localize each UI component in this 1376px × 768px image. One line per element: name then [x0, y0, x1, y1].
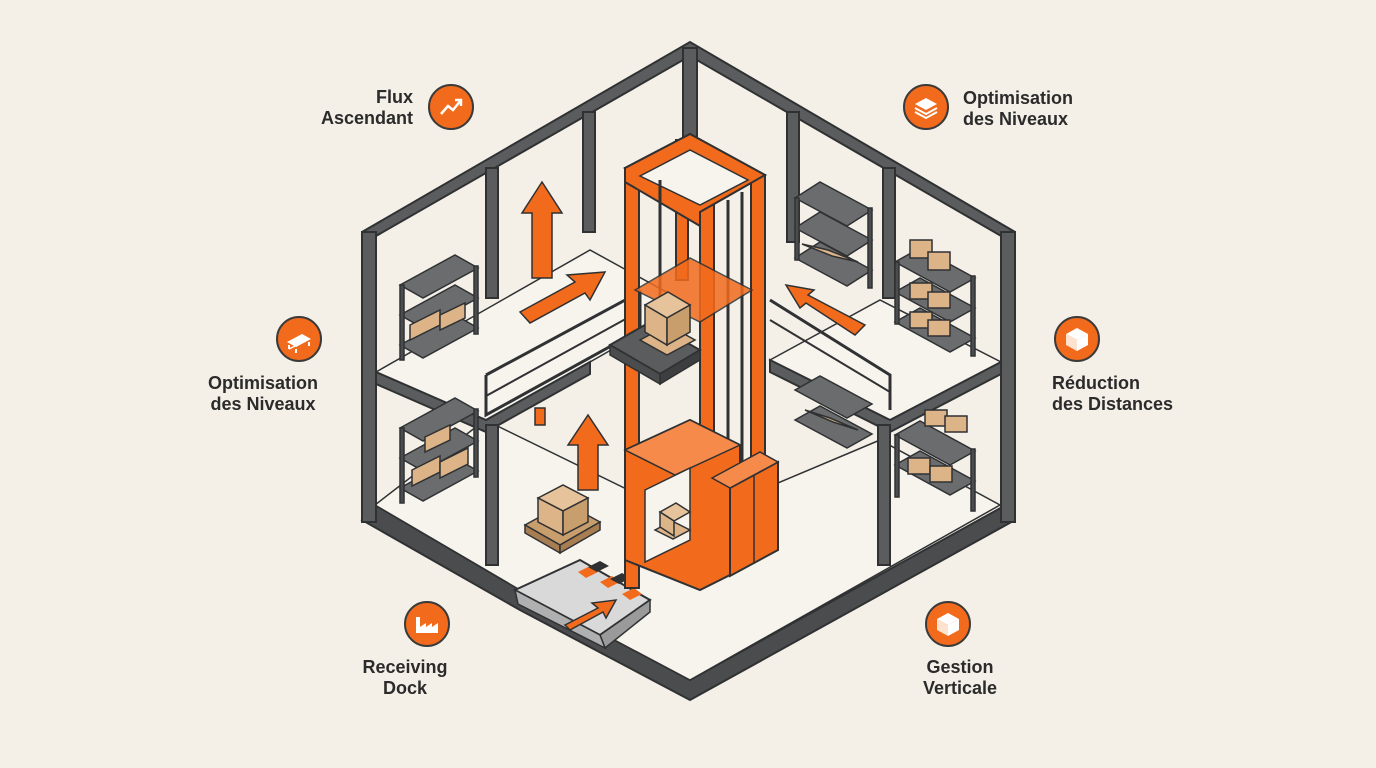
- dock-arrow: [563, 599, 618, 631]
- shelving-upper-right-front: [893, 239, 977, 357]
- guard-rail-right: [769, 298, 892, 410]
- shelving-lower-left: [398, 397, 480, 504]
- arrow-diag-right: [784, 283, 867, 336]
- box-icon: [1054, 316, 1100, 362]
- flow-arrows: [518, 180, 867, 491]
- mezzanine-floor: [374, 249, 1003, 566]
- stacked-layers-icon: [903, 84, 949, 130]
- ground-pallet: [523, 484, 602, 555]
- shelving-lower-right: [793, 375, 977, 512]
- shelving-upper-left: [398, 254, 480, 361]
- arrow-up-lower: [566, 413, 610, 491]
- callout-receiving-dock: Receiving Dock: [350, 657, 460, 699]
- callout-flux-line1: Flux: [375, 87, 413, 107]
- box-icon: [925, 601, 971, 647]
- shelving-upper-right-back: [793, 181, 874, 289]
- callout-gestion-verticale: Gestion Verticale: [905, 657, 1015, 699]
- callout-opt-top-line2: des Niveaux: [963, 109, 1069, 129]
- callout-gestion-line2: Verticale: [922, 678, 998, 698]
- callout-reduction-line1: Réduction: [1052, 373, 1140, 393]
- callout-optimisation-left: Optimisation des Niveaux: [200, 373, 326, 415]
- lift-tower[interactable]: [608, 132, 780, 592]
- callout-receiving-line2: Dock: [382, 678, 427, 698]
- factory-icon: [404, 601, 450, 647]
- callout-opt-top-line1: Optimisation: [963, 88, 1074, 108]
- pallet-icon: [276, 316, 322, 362]
- arrow-up-mezz: [534, 407, 546, 426]
- arrow-diag-upper: [518, 271, 607, 324]
- callout-opt-left-line1: Optimisation: [207, 373, 318, 393]
- callout-reduction-line2: des Distances: [1052, 394, 1174, 414]
- trend-up-icon: [428, 84, 474, 130]
- callout-gestion-line1: Gestion: [926, 657, 994, 677]
- callout-optimisation-top: Optimisation des Niveaux: [963, 88, 1073, 130]
- callout-reduction-distances: Réduction des Distances: [1052, 373, 1173, 415]
- callout-receiving-line1: Receiving: [362, 657, 448, 677]
- callout-flux-ascendant: Flux Ascendant: [300, 87, 413, 129]
- arrow-up-upper: [520, 180, 564, 279]
- callout-flux-line2: Ascendant: [320, 108, 413, 128]
- callout-opt-left-line2: des Niveaux: [210, 394, 316, 414]
